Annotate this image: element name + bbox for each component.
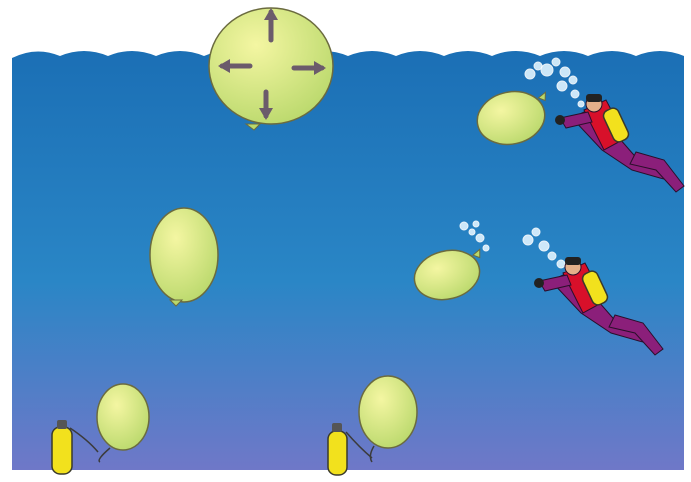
air-tank-icon xyxy=(52,420,72,474)
balloon-icon xyxy=(97,384,149,450)
balloon-icon xyxy=(359,376,417,448)
balloon-icon xyxy=(150,208,218,302)
